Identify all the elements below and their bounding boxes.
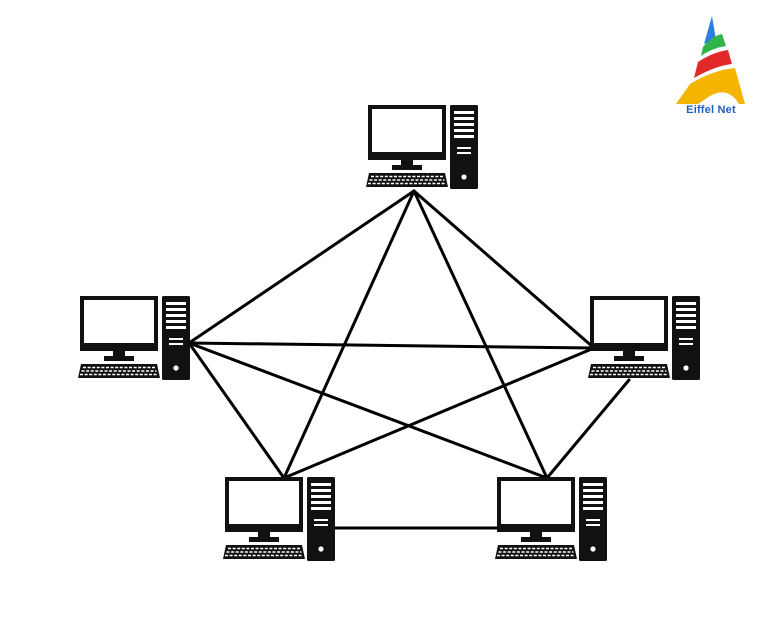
- link-pc-right-to-pc-bottom-right: [545, 378, 631, 480]
- link-pc-left-to-pc-bottom-right: [187, 341, 549, 480]
- link-pc-top-to-pc-right: [412, 189, 596, 350]
- brand-name: Eiffel Net: [686, 104, 736, 116]
- link-pc-top-to-pc-left: [187, 189, 416, 345]
- link-pc-left-to-pc-bottom-left: [187, 341, 286, 480]
- link-pc-top-to-pc-bottom-left: [282, 189, 416, 480]
- link-pc-right-to-pc-bottom-left: [282, 346, 596, 480]
- pc-left-computer-icon: [77, 295, 191, 381]
- eiffel-net-logo-icon: [676, 16, 745, 104]
- pc-bottom-left-computer-icon: [222, 476, 336, 562]
- link-pc-left-to-pc-right: [187, 341, 596, 350]
- node-layer: [77, 104, 701, 562]
- pc-bottom-right-computer-icon: [494, 476, 608, 562]
- link-layer: [187, 189, 631, 530]
- pc-right-computer-icon: [587, 295, 701, 381]
- pc-top-computer-icon: [365, 104, 479, 190]
- link-pc-top-to-pc-bottom-right: [412, 189, 549, 480]
